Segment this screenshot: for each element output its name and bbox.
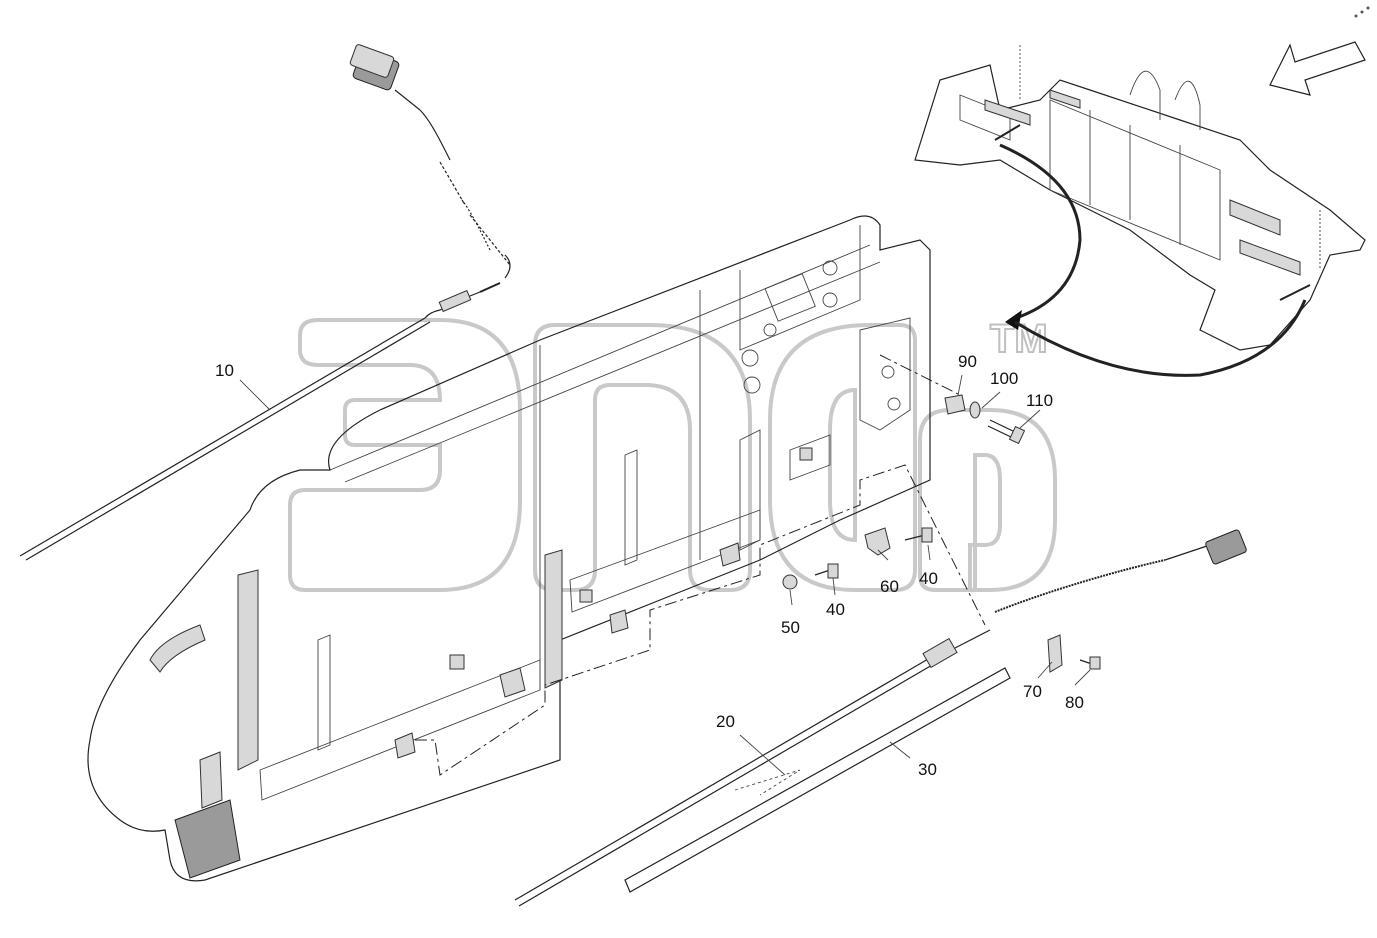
- part-50-nut: [782, 574, 798, 590]
- part-90-spacer: [944, 394, 966, 415]
- watermark-logo: TM: [288, 316, 1057, 592]
- part-110-bolt: [1008, 425, 1026, 445]
- corner-marker: [1354, 6, 1370, 18]
- part-100-washer: [969, 401, 981, 419]
- part-20-rod-with-cable: [514, 529, 1247, 907]
- part-80-bolt: [1089, 656, 1101, 670]
- callout-40-lower: 40: [826, 600, 845, 619]
- callout-110: 110: [1026, 391, 1053, 410]
- leader-lines: [239, 374, 1091, 776]
- callout-80: 80: [1065, 693, 1084, 712]
- part-70-bracket: [1047, 634, 1063, 673]
- part-30-flat-rod: [624, 667, 1011, 893]
- part-40-bolt-upper: [921, 527, 933, 543]
- callout-30: 30: [918, 760, 937, 779]
- part-10-probe-rod: [19, 44, 511, 561]
- callout-50: 50: [781, 618, 800, 637]
- hardware-parts: [782, 394, 1101, 673]
- callout-70: 70: [1023, 682, 1042, 701]
- part-60-clip: [864, 527, 891, 556]
- callout-20: 20: [716, 712, 735, 731]
- callout-labels: 10 20 30 40 40 50 60 70 80 90 100 110: [215, 352, 1084, 779]
- callout-90: 90: [958, 352, 977, 371]
- part-40-bolt-lower: [827, 563, 839, 579]
- machine-overview-inset: [914, 41, 1366, 377]
- callout-40-upper: 40: [919, 569, 938, 588]
- alignment-lines: [415, 354, 986, 776]
- callout-100: 100: [990, 369, 1018, 388]
- side-panel-assembly: [87, 215, 931, 882]
- callout-10: 10: [215, 361, 234, 380]
- callout-60: 60: [880, 577, 899, 596]
